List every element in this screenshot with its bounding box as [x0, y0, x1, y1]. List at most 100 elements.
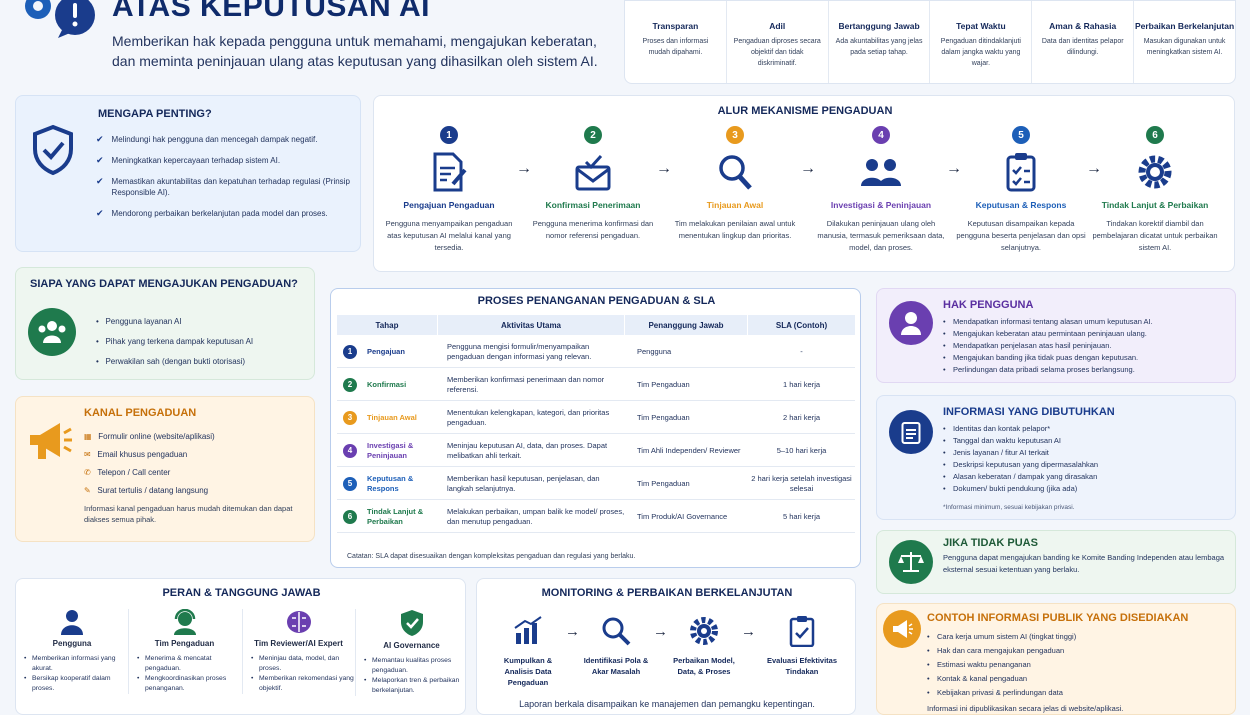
list-item: Cara kerja umum sistem AI (tingkat tingg…: [927, 630, 1076, 644]
rights-list: Mendapatkan informasi tentang alasan umu…: [943, 316, 1153, 376]
role-tim-pengaduan: Tim Pengaduan Menerima & mencatat pengad…: [128, 609, 240, 694]
arrow-right-icon: →: [653, 623, 668, 640]
list-item: ✔Melindungi hak pengguna dan mencegah da…: [96, 134, 318, 144]
step-number: 4: [872, 126, 890, 144]
table-note: Catatan: SLA dapat disesuaikan dengan ko…: [347, 553, 636, 560]
why-list: ✔Melindungi hak pengguna dan mencegah da…: [96, 134, 352, 229]
list-item: ✎ Surat tertulis / datang langsung: [84, 486, 209, 495]
clipboard-list-icon: [889, 410, 933, 454]
step-title: Tinjauan Awal: [706, 200, 764, 210]
list-item: Jenis layanan / fitur AI terkait: [943, 447, 1098, 459]
who-can-complain-card: SIAPA YANG DAPAT MENGAJUKAN PENGADUAN? •…: [15, 267, 315, 380]
clipboard-check-icon: [956, 152, 1086, 192]
step-desc: Dilakukan peninjauan ulang oleh manusia,…: [817, 219, 945, 252]
flow-step-6: 6 Tindak Lanjut & Perbaikan Tindakan kor…: [1090, 126, 1220, 254]
appeal-desc: Pengguna dapat mengajukan banding ke Kom…: [943, 553, 1225, 574]
list-item: ▦ Formulir online (website/aplikasi): [84, 432, 215, 441]
arrow-right-icon: →: [516, 160, 532, 177]
flow-title: ALUR MEKANISME PENGADUAN: [717, 105, 893, 117]
monitoring-note: Laporan berkala disampaikan ke manajemen…: [519, 699, 815, 709]
step-desc: Pengguna menyampaikan pengaduan atas kep…: [385, 219, 513, 252]
list-item: Mengajukan keberatan atau permintaan pen…: [943, 328, 1153, 340]
monitoring-card: MONITORING & PERBAIKAN BERKELANJUTAN Kum…: [476, 578, 856, 715]
list-item: Dokumen/ bukti pendukung (jika ada): [943, 483, 1098, 495]
who-title: SIAPA YANG DAPAT MENGAJUKAN PENGADUAN?: [30, 278, 298, 290]
gear-refresh-icon: [1090, 152, 1220, 192]
phone-icon: ✆: [84, 468, 91, 477]
kanal-note: Informasi kanal pengaduan harus mudah di…: [84, 504, 293, 524]
step-number: 1: [440, 126, 458, 144]
why-title: MENGAPA PENTING?: [98, 108, 212, 120]
list-item: ✆ Telepon / Call center: [84, 468, 171, 477]
monitoring-step: Evaluasi Efektivitas Tindakan: [761, 613, 843, 677]
email-icon: ✉: [84, 450, 91, 459]
role-ai-governance: AI Governance Memantau kualitas proses p…: [355, 609, 467, 696]
list-item: Mendapatkan informasi tentang alasan umu…: [943, 316, 1153, 328]
monitoring-title: MONITORING & PERBAIKAN BERKELANJUTAN: [541, 587, 793, 599]
flow-step-5: 5 Keputusan & Respons Keputusan disampai…: [956, 126, 1086, 254]
table-row: 5 Keputusan & Respons Memberikan hasil k…: [337, 467, 855, 500]
headset-agent-icon: [129, 609, 240, 635]
shield-check-icon: [30, 124, 76, 176]
list-item: Alasan keberatan / dampak yang dirasakan: [943, 471, 1098, 483]
step-desc: Tindakan korektif diambil dan pembelajar…: [1092, 219, 1218, 252]
arrow-right-icon: →: [946, 160, 962, 177]
sla-table-card: PROSES PENANGANAN PENGADUAN & SLA Tahap …: [330, 288, 861, 568]
monitoring-step: Identifikasi Pola & Akar Masalah: [581, 613, 651, 677]
roles-card: PERAN & TANGGUNG JAWAB Pengguna Memberik…: [15, 578, 466, 715]
list-item: • Perwakilan sah (dengan bukti otorisasi…: [96, 357, 246, 366]
info-list: Identitas dan kontak pelapor* Tanggal da…: [943, 423, 1098, 495]
info-note: *Informasi minimum, sesuai kebijakan pri…: [943, 504, 1075, 511]
user-icon: [16, 609, 128, 635]
role-pengguna: Pengguna Memberikan informasi yang akura…: [16, 609, 128, 694]
column-header: SLA (Contoh): [748, 315, 855, 335]
table-row: 2 Konfirmasi Memberikan konfirmasi pener…: [337, 368, 855, 401]
list-item: ✔Mendorong perbaikan berkelanjutan pada …: [96, 208, 328, 218]
table-title: PROSES PENANGANAN PENGADUAN & SLA: [477, 295, 716, 307]
arrow-right-icon: →: [565, 623, 580, 640]
who-list: • Pengguna layanan AI • Pihak yang terke…: [96, 312, 253, 372]
complaint-flow-card: ALUR MEKANISME PENGADUAN 1 Pengajuan Pen…: [373, 95, 1235, 272]
step-number: 6: [1146, 126, 1164, 144]
appeal-title: JIKA TIDAK PUAS: [943, 537, 1038, 549]
column-header: Aktivitas Utama: [438, 315, 624, 335]
clipboard-check-icon: [761, 613, 843, 649]
megaphone-icon: [883, 610, 921, 648]
page-title: ATAS KEPUTUSAN AI: [112, 0, 430, 23]
kanal-list: ▦ Formulir online (website/aplikasi) ✉ E…: [84, 428, 215, 500]
list-item: Mendapatkan penjelasan atas hasil peninj…: [943, 340, 1153, 352]
people-icon: [816, 152, 946, 192]
search-icon: [581, 613, 651, 649]
step-title: Konfirmasi Penerimaan: [545, 200, 641, 210]
rights-title: HAK PENGGUNA: [943, 299, 1034, 311]
list-item: Kontak & kanal pengaduan: [927, 672, 1076, 686]
step-number: 3: [726, 126, 744, 144]
magnifier-icon: [670, 152, 800, 192]
appeal-card: JIKA TIDAK PUAS Pengguna dapat mengajuka…: [876, 530, 1236, 594]
arrow-right-icon: →: [656, 160, 672, 177]
user-badge-icon: [889, 301, 933, 345]
step-title: Investigasi & Peninjauan: [830, 200, 932, 210]
role-reviewer: Tim Reviewer/AI Expert Meninjau data, mo…: [242, 609, 354, 694]
list-item: • Pengguna layanan AI: [96, 317, 182, 326]
list-item: ✔Meningkatkan kepercayaan terhadap siste…: [96, 155, 281, 165]
public-list: Cara kerja umum sistem AI (tingkat tingg…: [927, 630, 1076, 700]
required-info-card: INFORMASI YANG DIBUTUHKAN Identitas dan …: [876, 395, 1236, 520]
table-row: 4 Investigasi & Peninjauan Meninjau kepu…: [337, 434, 855, 467]
list-item: Deskripsi keputusan yang dipermasalahkan: [943, 459, 1098, 471]
monitoring-step: Kumpulkan & Analisis Data Pengaduan: [493, 613, 563, 688]
letter-icon: ✎: [84, 486, 91, 495]
list-item: Mengajukan banding jika tidak puas denga…: [943, 352, 1153, 364]
step-title: Keputusan & Respons: [975, 200, 1067, 210]
group-icon: [28, 308, 76, 356]
kanal-title: KANAL PENGADUAN: [84, 407, 197, 419]
mail-check-icon: [528, 152, 658, 192]
gear-icon: [18, 0, 58, 26]
list-item: Hak dan cara mengajukan pengaduan: [927, 644, 1076, 658]
chart-icon: [493, 613, 563, 649]
step-number: 5: [1012, 126, 1030, 144]
arrow-right-icon: →: [741, 623, 756, 640]
